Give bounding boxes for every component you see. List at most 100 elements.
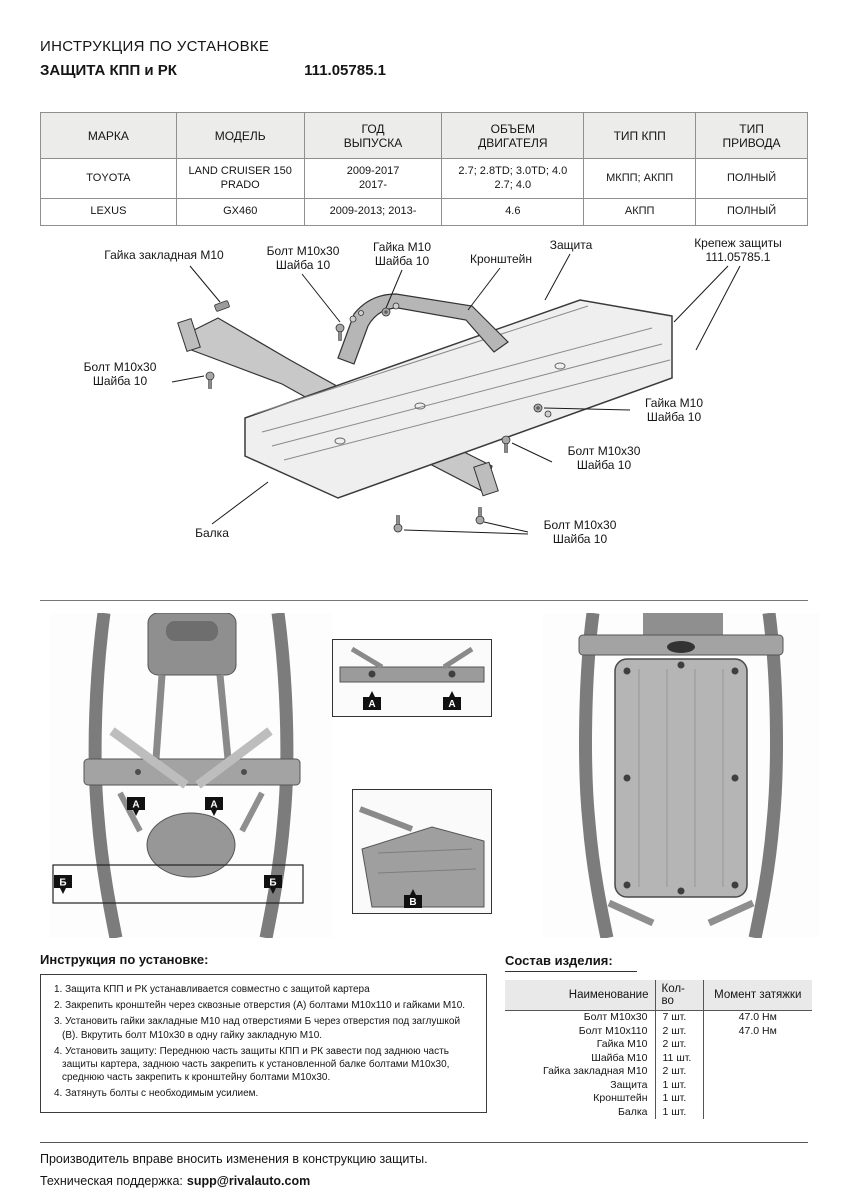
bracket-part — [337, 293, 509, 365]
part-name: Кронштейн — [593, 1092, 648, 1104]
nut-part — [533, 403, 543, 413]
footer-note: Производитель вправе вносить изменения в… — [40, 1152, 428, 1166]
callout-bolt-mid: Болт М10х30 Шайба 10 — [567, 444, 641, 473]
bolt-part — [475, 507, 485, 525]
col-header-model: МОДЕЛЬ — [175, 112, 305, 159]
part-torque — [703, 1106, 812, 1120]
part-name: Болт М10х110 — [578, 1024, 648, 1037]
leader-lines — [171, 253, 741, 535]
exploded-view-diagram: Гайка закладная М10 Болт М10х30 Шайба 10… — [40, 236, 808, 600]
parts-row: Балка 1 шт. — [505, 1105, 812, 1120]
part-name: Балка — [617, 1105, 648, 1118]
part-qty: 1 шт. — [654, 1078, 704, 1092]
cell-year: 2009-2017 2017- — [303, 158, 443, 199]
col-header-drive: ТИП ПРИВОДА — [695, 112, 808, 159]
part-qty: 2 шт. — [654, 1038, 704, 1052]
marker-b-icon: Б — [54, 875, 72, 894]
cell-year: 2009-2013; 2013- — [303, 198, 443, 226]
marker-a-icon: А — [205, 797, 223, 816]
part-qty: 1 шт. — [654, 1092, 704, 1106]
doc-subtitle-row: ЗАЩИТА КПП и РК 111.05785.1 — [40, 62, 386, 79]
part-torque — [703, 1079, 812, 1093]
bolt-part — [205, 371, 215, 389]
parts-row: Болт М10х110 2 шт. 47.0 Нм — [505, 1024, 812, 1038]
steps-box: 1. Защита КПП и РК устанавливается совме… — [40, 974, 487, 1113]
footer-support: Техническая поддержка:supp@rivalauto.com — [40, 1174, 310, 1188]
callout-nut-top: Гайка М10 Шайба 10 — [372, 240, 432, 269]
underbody-photo-before: А А Б Б — [50, 613, 332, 938]
step-item: 1. Защита КПП и РК устанавливается совме… — [54, 984, 370, 995]
parts-header-row: Наименование Кол-во Момент затяжки — [505, 980, 812, 1011]
part-torque — [703, 1052, 812, 1066]
svg-text:А: А — [368, 699, 375, 710]
part-torque: 47.0 Нм — [738, 1011, 777, 1023]
col-header-engine: ОБЪЕМ ДВИГАТЕЛЯ — [441, 112, 585, 159]
part-name: Защита — [610, 1078, 648, 1091]
exploded-view-drawing — [171, 253, 741, 535]
callout-shield: Защита — [549, 238, 593, 252]
parts-row: Болт М10х30 7 шт. 47.0 Нм — [505, 1010, 812, 1025]
spec-row-toyota: TOYOTA LAND CRUISER 150 PRADO 2009-2017 … — [40, 158, 808, 199]
marker-a-icon: А — [363, 691, 381, 710]
part-torque — [703, 1092, 812, 1106]
inset-photo-a: А А — [332, 639, 492, 717]
bolt-part — [501, 435, 511, 453]
part-number: 111.05785.1 — [304, 62, 386, 79]
callout-fasteners: Крепеж защиты 111.05785.1 — [694, 236, 782, 265]
marker-a-icon: А — [443, 691, 461, 710]
doc-header: ИНСТРУКЦИЯ ПО УСТАНОВКЕ ЗАЩИТА КПП и РК … — [40, 38, 386, 79]
support-email: supp@rivalauto.com — [186, 1174, 311, 1188]
part-name: Гайка закладная М10 — [542, 1065, 648, 1077]
parts-row: Кронштейн 1 шт. — [505, 1092, 812, 1106]
support-label: Техническая поддержка: — [40, 1174, 183, 1188]
svg-text:А: А — [210, 800, 217, 811]
step-item: 4. Затянуть болты с необходимым усилием. — [54, 1088, 259, 1100]
underbody-photo-after — [543, 613, 819, 938]
svg-text:А: А — [448, 699, 455, 710]
doc-title: ИНСТРУКЦИЯ ПО УСТАНОВКЕ — [40, 38, 270, 55]
cell-gearbox: АКПП — [583, 198, 697, 226]
part-qty: 1 шт. — [654, 1105, 704, 1119]
part-torque — [703, 1065, 812, 1079]
svg-text:Б: Б — [59, 878, 66, 889]
cell-engine: 2.7; 2.8TD; 3.0TD; 4.0 2.7; 4.0 — [441, 158, 585, 199]
parts-row: Шайба М10 11 шт. — [505, 1051, 812, 1066]
nut-part — [381, 307, 391, 317]
shield-part — [244, 299, 673, 499]
svg-text:В: В — [409, 897, 416, 908]
bolt-part — [335, 323, 345, 341]
rivet-nut-part — [214, 300, 230, 312]
part-qty: 11 шт. — [654, 1051, 704, 1065]
cell-brand: TOYOTA — [40, 158, 177, 199]
spec-row-lexus: LEXUS GX460 2009-2013; 2013- 4.6 АКПП ПО… — [40, 198, 808, 226]
callout-bolt-bottom: Болт М10х30 Шайба 10 — [543, 518, 617, 547]
col-header-torque: Момент затяжки — [703, 980, 812, 1011]
step-item: 2. Закрепить кронштейн через сквозные от… — [54, 1000, 466, 1012]
cell-drive: ПОЛНЫЙ — [695, 198, 808, 226]
highlight-box — [52, 864, 304, 904]
installation-steps-section: Инструкция по установке: 1. Защита КПП и… — [40, 952, 487, 1113]
part-qty: 2 шт. — [654, 1024, 704, 1038]
svg-text:А: А — [132, 800, 139, 811]
callout-beam: Балка — [195, 526, 229, 540]
steps-heading: Инструкция по установке: — [40, 952, 209, 967]
callout-bolt-top: Болт М10х30 Шайба 10 — [266, 244, 340, 273]
part-torque — [703, 1038, 812, 1052]
cell-brand: LEXUS — [40, 198, 177, 226]
parts-row: Гайка закладная М10 2 шт. — [505, 1065, 812, 1079]
installed-shield — [614, 658, 748, 898]
reference-photos: А А Б Б А — [40, 600, 819, 945]
cell-engine: 4.6 — [441, 198, 585, 226]
spec-header-row: МАРКА МОДЕЛЬ ГОД ВЫПУСКА ОБЪЕМ ДВИГАТЕЛЯ… — [40, 112, 808, 159]
bolt-part — [393, 515, 403, 533]
step-item: 4. Установить защиту: Переднюю часть защ… — [54, 1045, 450, 1084]
cell-model: GX460 — [175, 198, 305, 226]
part-name: Гайка М10 — [596, 1038, 648, 1050]
part-torque: 47.0 Нм — [738, 1024, 777, 1037]
doc-subtitle: ЗАЩИТА КПП и РК — [40, 62, 177, 79]
part-name: Болт М10х30 — [583, 1011, 648, 1023]
parts-list-section: Состав изделия: Наименование Кол-во Моме… — [505, 952, 812, 1119]
svg-text:Б: Б — [269, 878, 276, 889]
col-header-part-name: Наименование — [505, 980, 655, 1011]
